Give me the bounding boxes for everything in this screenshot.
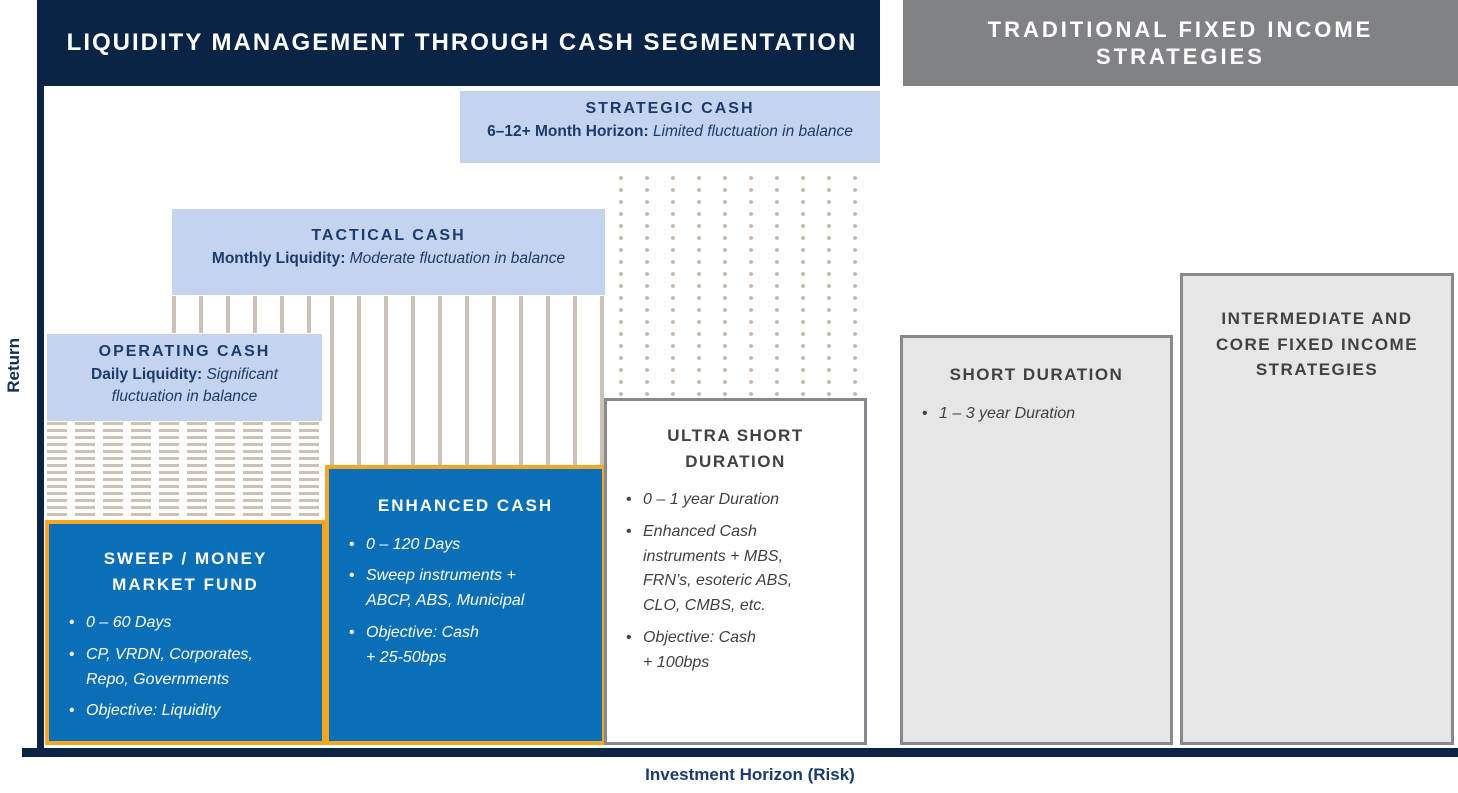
horizon-axis-label: Investment Horizon (Risk)	[645, 765, 855, 784]
operating-cash-title: OPERATING CASH	[98, 343, 271, 360]
short-duration-title: SHORT DURATION	[949, 365, 1124, 384]
enhanced-bullet-days: 0 – 120 Days	[349, 533, 588, 558]
enhanced-cash-box: ENHANCED CASH 0 – 120 Days Sweep instrum…	[325, 465, 606, 745]
intermediate-core-title: INTERMEDIATE AND CORE FIXED INCOME STRAT…	[1215, 309, 1419, 379]
tactical-cash-liquidity-label: Monthly Liquidity:	[211, 250, 346, 267]
tactical-cash-box: TACTICAL CASH Monthly Liquidity: Moderat…	[172, 209, 605, 295]
tactical-lines-pattern-right	[330, 296, 606, 465]
sweep-bullet-list: 0 – 60 Days CP, VRDN, Corporates, Repo, …	[63, 611, 308, 724]
short-duration-bullet-list: 1 – 3 year Duration	[916, 402, 1157, 427]
enhanced-bullet-list: 0 – 120 Days Sweep instruments + ABCP, A…	[343, 533, 588, 671]
tactical-cash-description: Moderate fluctuation in balance	[349, 250, 566, 267]
enhanced-cash-title: ENHANCED CASH	[377, 496, 554, 515]
ultra-short-bullet-objective: Objective: Cash + 100bps	[626, 626, 851, 676]
ultra-short-bullet-instruments: Enhanced Cash instruments + MBS, FRN’s, …	[626, 520, 851, 619]
strategic-cash-box: STRATEGIC CASH 6–12+ Month Horizon: Limi…	[460, 91, 880, 163]
intermediate-core-box: INTERMEDIATE AND CORE FIXED INCOME STRAT…	[1180, 273, 1454, 745]
sweep-bullet-days: 0 – 60 Days	[69, 611, 308, 636]
operating-cash-box: OPERATING CASH Daily Liquidity: Signific…	[47, 334, 322, 421]
strategic-cash-description: Limited fluctuation in balance	[652, 123, 853, 140]
enhanced-bullet-instruments: Sweep instruments + ABCP, ABS, Municipal	[349, 564, 588, 614]
sweep-money-market-fund-title: SWEEP / MONEY MARKET FUND	[103, 549, 268, 594]
liquidity-management-header-label: LIQUIDITY MANAGEMENT THROUGH CASH SEGMEN…	[66, 29, 858, 56]
enhanced-bullet-objective: Objective: Cash + 25-50bps	[349, 621, 588, 671]
operating-cash-liquidity-label: Daily Liquidity:	[91, 366, 203, 383]
short-duration-bullet-duration: 1 – 3 year Duration	[922, 402, 1157, 427]
ultra-short-duration-title: ULTRA SHORT DURATION	[667, 426, 804, 471]
strategic-cash-horizon-label: 6–12+ Month Horizon:	[487, 123, 649, 140]
strategic-cash-title: STRATEGIC CASH	[585, 100, 755, 117]
tactical-lines-pattern-left	[172, 296, 324, 333]
strategic-dots-pattern	[608, 172, 878, 396]
sweep-bullet-instruments: CP, VRDN, Corporates, Repo, Governments	[69, 643, 308, 693]
strategic-cash-subtitle: 6–12+ Month Horizon: Limited fluctuation…	[481, 121, 859, 143]
sweep-bullet-objective: Objective: Liquidity	[69, 699, 308, 724]
traditional-fixed-income-header: TRADITIONAL FIXED INCOME STRATEGIES	[903, 0, 1458, 86]
traditional-fixed-income-header-label: TRADITIONAL FIXED INCOME STRATEGIES	[987, 16, 1374, 70]
tactical-cash-subtitle: Monthly Liquidity: Moderate fluctuation …	[172, 248, 605, 270]
sweep-money-market-fund-box: SWEEP / MONEY MARKET FUND 0 – 60 Days CP…	[45, 520, 326, 745]
return-axis-line	[37, 0, 44, 757]
liquidity-management-header: LIQUIDITY MANAGEMENT THROUGH CASH SEGMEN…	[44, 0, 880, 86]
tactical-cash-title: TACTICAL CASH	[311, 227, 466, 244]
operating-cash-description: Significant fluctuation in balance	[111, 366, 278, 405]
operating-dashes-pattern	[47, 422, 324, 519]
short-duration-box: SHORT DURATION 1 – 3 year Duration	[900, 335, 1173, 745]
ultra-short-bullet-duration: 0 – 1 year Duration	[626, 488, 851, 513]
ultra-short-bullet-list: 0 – 1 year Duration Enhanced Cash instru…	[620, 488, 851, 676]
operating-cash-subtitle: Daily Liquidity: Significant fluctuation…	[59, 364, 311, 407]
horizon-axis-line	[22, 748, 1458, 757]
return-axis-label: Return	[4, 338, 23, 393]
ultra-short-duration-box: ULTRA SHORT DURATION 0 – 1 year Duration…	[604, 398, 867, 745]
